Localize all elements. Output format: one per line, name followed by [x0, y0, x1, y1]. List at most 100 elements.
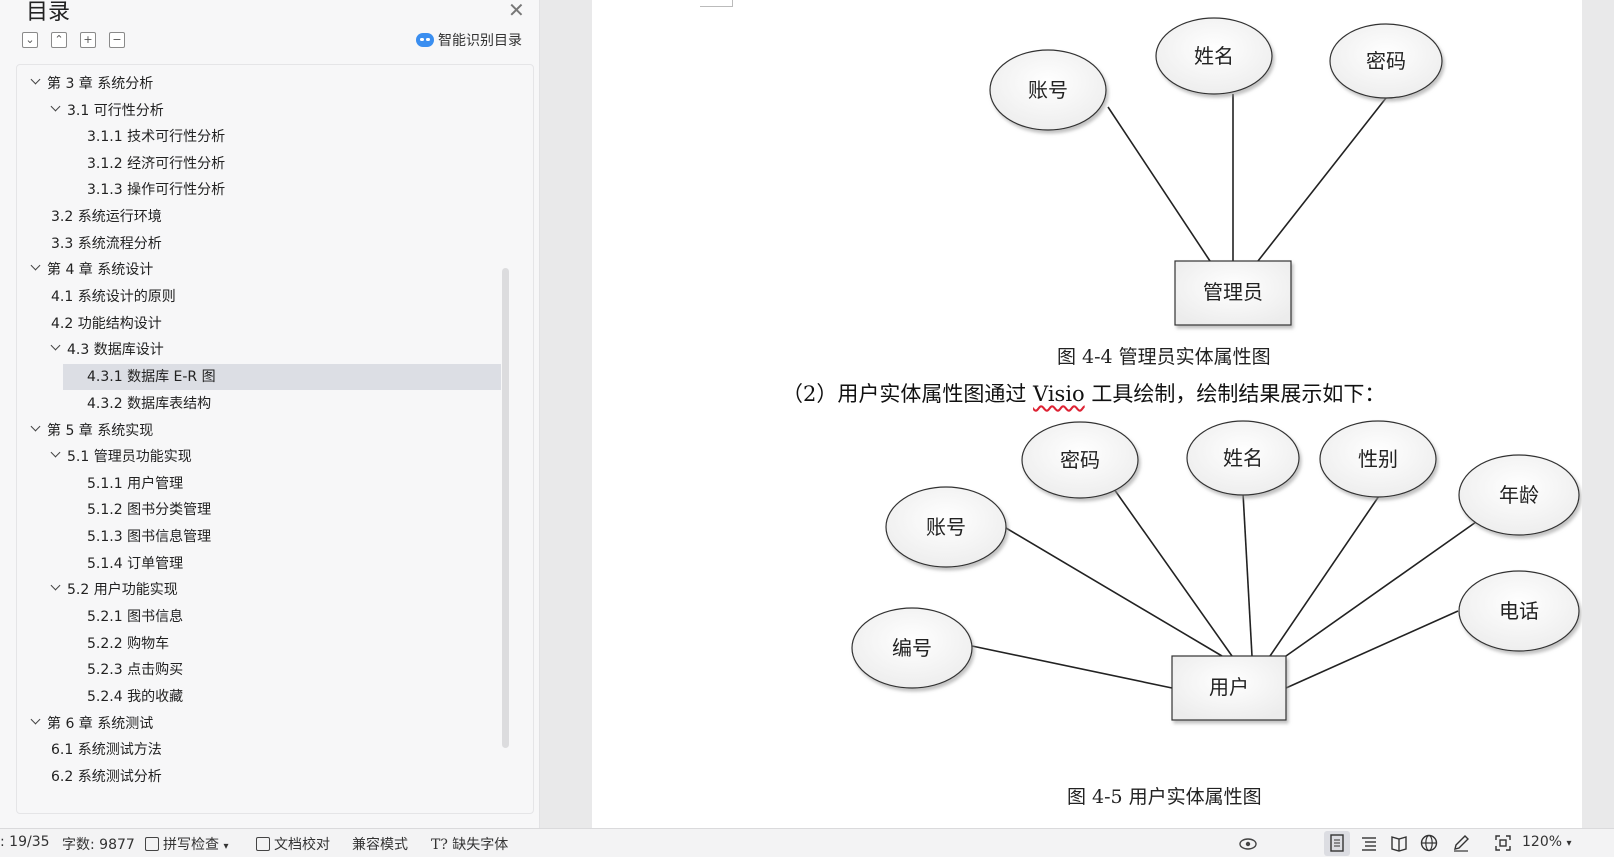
toc-item[interactable]: 4.1 系统设计的原则	[17, 284, 501, 310]
chevron-down-icon[interactable]	[31, 716, 41, 726]
toc-item[interactable]: 3.3 系统流程分析	[17, 231, 501, 257]
entity-box	[1174, 260, 1292, 326]
toc-item-label: 5.1.3 图书信息管理	[87, 529, 212, 545]
toc-item[interactable]: 第 5 章 系统实现	[17, 418, 501, 444]
chevron-down-icon[interactable]	[51, 582, 61, 592]
eye-protection-icon[interactable]	[1238, 834, 1257, 852]
toc-item[interactable]: 3.1.2 经济可行性分析	[17, 151, 501, 177]
toc-item-label: 5.1.2 图书分类管理	[87, 502, 212, 518]
dropdown-icon: ▾	[223, 841, 229, 852]
toc-scrollbar[interactable]	[502, 268, 509, 748]
relation-line	[1107, 106, 1211, 262]
toc-item[interactable]: 4.3 数据库设计	[17, 337, 501, 363]
page-indicator[interactable]: : 19/35	[0, 834, 50, 850]
attribute-label: 编号	[892, 636, 932, 660]
toc-item[interactable]: 4.3.2 数据库表结构	[17, 391, 501, 417]
chevron-down-icon[interactable]	[51, 342, 61, 352]
entity-box	[1171, 655, 1287, 721]
reading-view-icon[interactable]	[1390, 834, 1408, 852]
toc-item[interactable]: 3.1.1 技术可行性分析	[17, 124, 501, 150]
toc-item[interactable]: 5.2.1 图书信息	[17, 604, 501, 630]
missing-font-button[interactable]: T? 缺失字体	[431, 834, 508, 854]
toc-item-label: 5.1.4 订单管理	[87, 556, 184, 572]
toc-item[interactable]: 5.2.2 购物车	[17, 631, 501, 657]
attribute-ellipse	[851, 607, 973, 689]
toc-item[interactable]: 5.1.2 图书分类管理	[17, 497, 501, 523]
spell-check-button[interactable]: 拼写检查 ▾	[145, 834, 228, 854]
smart-detect-toc-button[interactable]: 智能识别目录	[416, 30, 522, 50]
toc-item[interactable]: 第 3 章 系统分析	[17, 71, 501, 97]
expand-all-icon[interactable]: ⌄	[22, 32, 38, 48]
missing-font-icon: T?	[431, 837, 448, 853]
relation-line	[1285, 610, 1459, 689]
toc-item-label: 4.3 数据库设计	[67, 342, 164, 358]
attribute-ellipse	[1458, 570, 1580, 652]
toc-item-label: 4.1 系统设计的原则	[51, 289, 176, 305]
dropdown-icon: ▾	[1566, 838, 1572, 849]
toc-item[interactable]: 5.2 用户功能实现	[17, 577, 501, 603]
chevron-down-icon[interactable]	[31, 262, 41, 272]
ai-assistant-icon	[416, 33, 434, 47]
word-count[interactable]: 字数: 9877	[62, 837, 135, 853]
document-area: 账号 姓名 密码 管理员 编号 账号 密码 姓名 性别 年龄 电话 用户 图 4…	[540, 0, 1614, 828]
toc-item[interactable]: 6.1 系统测试方法	[17, 737, 501, 763]
toc-item[interactable]: 5.1.3 图书信息管理	[17, 524, 501, 550]
toc-item[interactable]: 5.2.3 点击购买	[17, 657, 501, 683]
relation-line	[971, 645, 1173, 689]
zoom-level-dropdown[interactable]: 120% ▾	[1522, 834, 1572, 850]
toc-item[interactable]: 4.3.1 数据库 E-R 图	[63, 364, 501, 390]
toc-item[interactable]: 第 4 章 系统设计	[17, 257, 501, 283]
attribute-ellipse	[1021, 421, 1139, 499]
toc-item[interactable]: 第 6 章 系统测试	[17, 711, 501, 737]
remove-heading-icon[interactable]: −	[109, 32, 125, 48]
toc-item[interactable]: 3.1.3 操作可行性分析	[17, 177, 501, 203]
chevron-down-icon[interactable]	[31, 76, 41, 86]
pen-icon[interactable]	[1452, 834, 1470, 852]
attribute-label: 年龄	[1499, 483, 1539, 507]
add-heading-icon[interactable]: +	[80, 32, 96, 48]
toc-item-label: 6.1 系统测试方法	[51, 742, 162, 758]
page-view-icon[interactable]	[1328, 834, 1346, 852]
toc-item-label: 第 3 章 系统分析	[47, 76, 154, 92]
relation-line	[1269, 495, 1380, 657]
chevron-down-icon[interactable]	[31, 423, 41, 433]
web-view-icon[interactable]	[1420, 834, 1438, 852]
toc-item-label: 3.1 可行性分析	[67, 103, 164, 119]
entity-label: 管理员	[1203, 280, 1263, 304]
toc-item[interactable]: 5.2.4 我的收藏	[17, 684, 501, 710]
toc-item[interactable]: 5.1.1 用户管理	[17, 471, 501, 497]
toc-item[interactable]: 3.2 系统运行环境	[17, 204, 501, 230]
collapse-all-icon[interactable]: ⌃	[51, 32, 67, 48]
body-paragraph: （2）用户实体属性图通过 Visio 工具绘制，绘制结果展示如下：	[782, 378, 1385, 408]
attribute-ellipse	[1319, 420, 1437, 498]
toc-item-label: 5.1.1 用户管理	[87, 476, 184, 492]
er-diagrams: 账号 姓名 密码 管理员 编号 账号 密码 姓名 性别 年龄 电话 用户	[851, 17, 1580, 721]
toc-item[interactable]: 5.1 管理员功能实现	[17, 444, 501, 470]
toc-item[interactable]: 5.1.4 订单管理	[17, 551, 501, 577]
proofread-button[interactable]: 文档校对	[256, 834, 330, 854]
checkbox-icon	[145, 837, 159, 851]
chevron-down-icon[interactable]	[51, 103, 61, 113]
toc-item[interactable]: 6.2 系统测试分析	[17, 764, 501, 790]
document-page[interactable]: 账号 姓名 密码 管理员 编号 账号 密码 姓名 性别 年龄 电话 用户 图 4…	[592, 0, 1582, 828]
compat-mode-button[interactable]: 兼容模式	[352, 837, 408, 853]
fit-window-icon[interactable]	[1494, 834, 1512, 852]
toc-item-label: 4.3.1 数据库 E-R 图	[87, 369, 216, 385]
outline-view-icon[interactable]	[1360, 834, 1378, 852]
toc-item-label: 3.1.3 操作可行性分析	[87, 182, 226, 198]
toc-item[interactable]: 4.2 功能结构设计	[17, 311, 501, 337]
attribute-label: 姓名	[1194, 44, 1234, 68]
relation-line	[1005, 527, 1223, 657]
attribute-ellipse	[1186, 420, 1300, 496]
close-icon[interactable]: ✕	[508, 0, 525, 22]
attribute-ellipse	[885, 486, 1007, 568]
spellcheck-flagged-word[interactable]: Visio	[1033, 382, 1085, 406]
spell-check-label: 拼写检查	[163, 837, 219, 853]
chevron-down-icon[interactable]	[51, 449, 61, 459]
attribute-label: 账号	[1028, 78, 1068, 102]
attribute-label: 电话	[1499, 599, 1539, 623]
attribute-ellipse	[1458, 454, 1580, 536]
proofread-label: 文档校对	[274, 837, 330, 853]
toc-item[interactable]: 3.1 可行性分析	[17, 98, 501, 124]
